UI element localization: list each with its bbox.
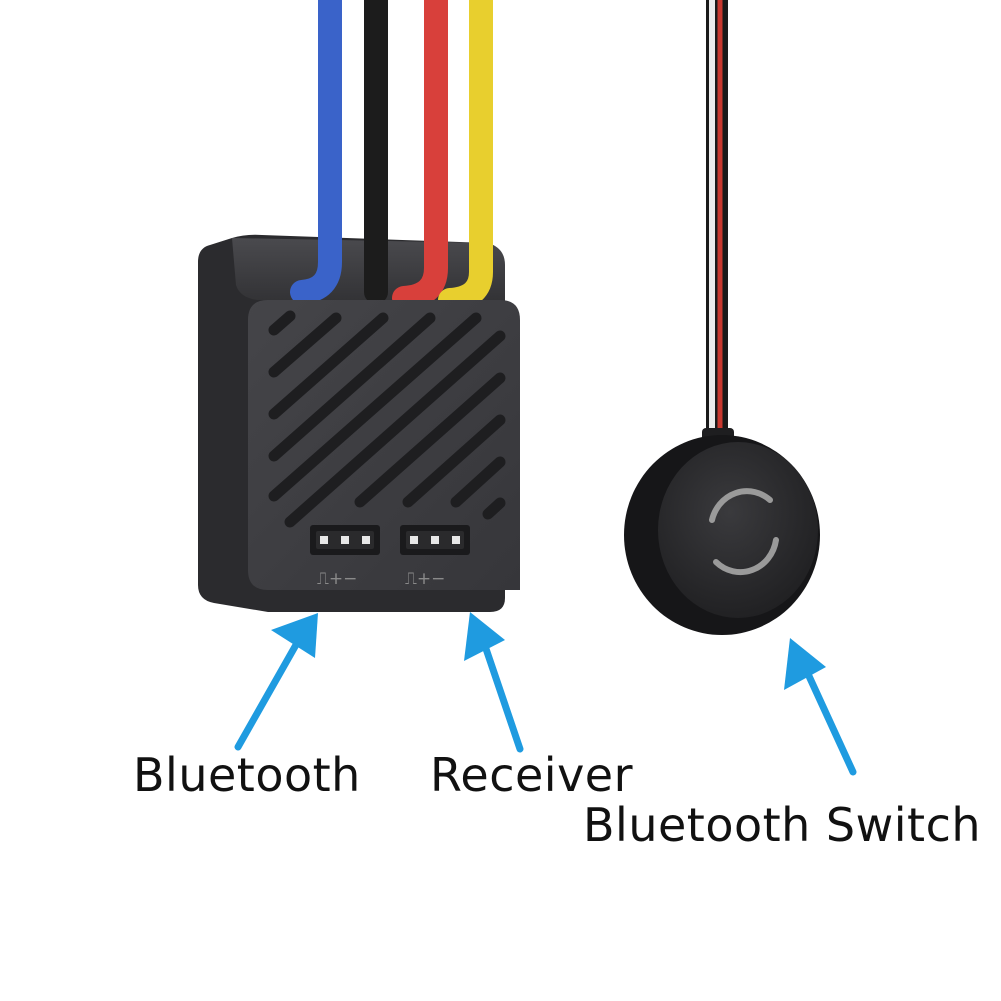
power-ring-icon <box>709 488 779 576</box>
label-bluetooth: Bluetooth <box>133 748 361 802</box>
vent-slots <box>268 310 506 528</box>
arrow-receiver <box>464 612 524 753</box>
bluetooth-switch <box>624 0 820 635</box>
arrow-bluetooth-switch <box>784 638 857 776</box>
esc-module: ⎍+− ⎍+− <box>198 0 520 613</box>
bluetooth-port <box>310 525 380 555</box>
arrow-up-right-icon <box>271 613 318 658</box>
label-bluetooth-switch: Bluetooth Switch <box>583 798 982 852</box>
power-wires <box>290 0 493 312</box>
wire-blue <box>290 0 342 304</box>
wire-yellow <box>438 0 493 312</box>
arrow-up-left-icon <box>784 638 826 690</box>
receiver-port-marking: ⎍+− <box>405 569 445 589</box>
arrow-bluetooth <box>234 613 318 751</box>
label-receiver: Receiver <box>430 748 634 802</box>
arrow-up-left-icon <box>464 612 505 661</box>
receiver-port <box>400 525 470 555</box>
switch-cap <box>658 442 818 618</box>
bluetooth-port-marking: ⎍+− <box>317 569 357 589</box>
switch-cable <box>706 0 728 435</box>
wire-red <box>392 0 448 310</box>
